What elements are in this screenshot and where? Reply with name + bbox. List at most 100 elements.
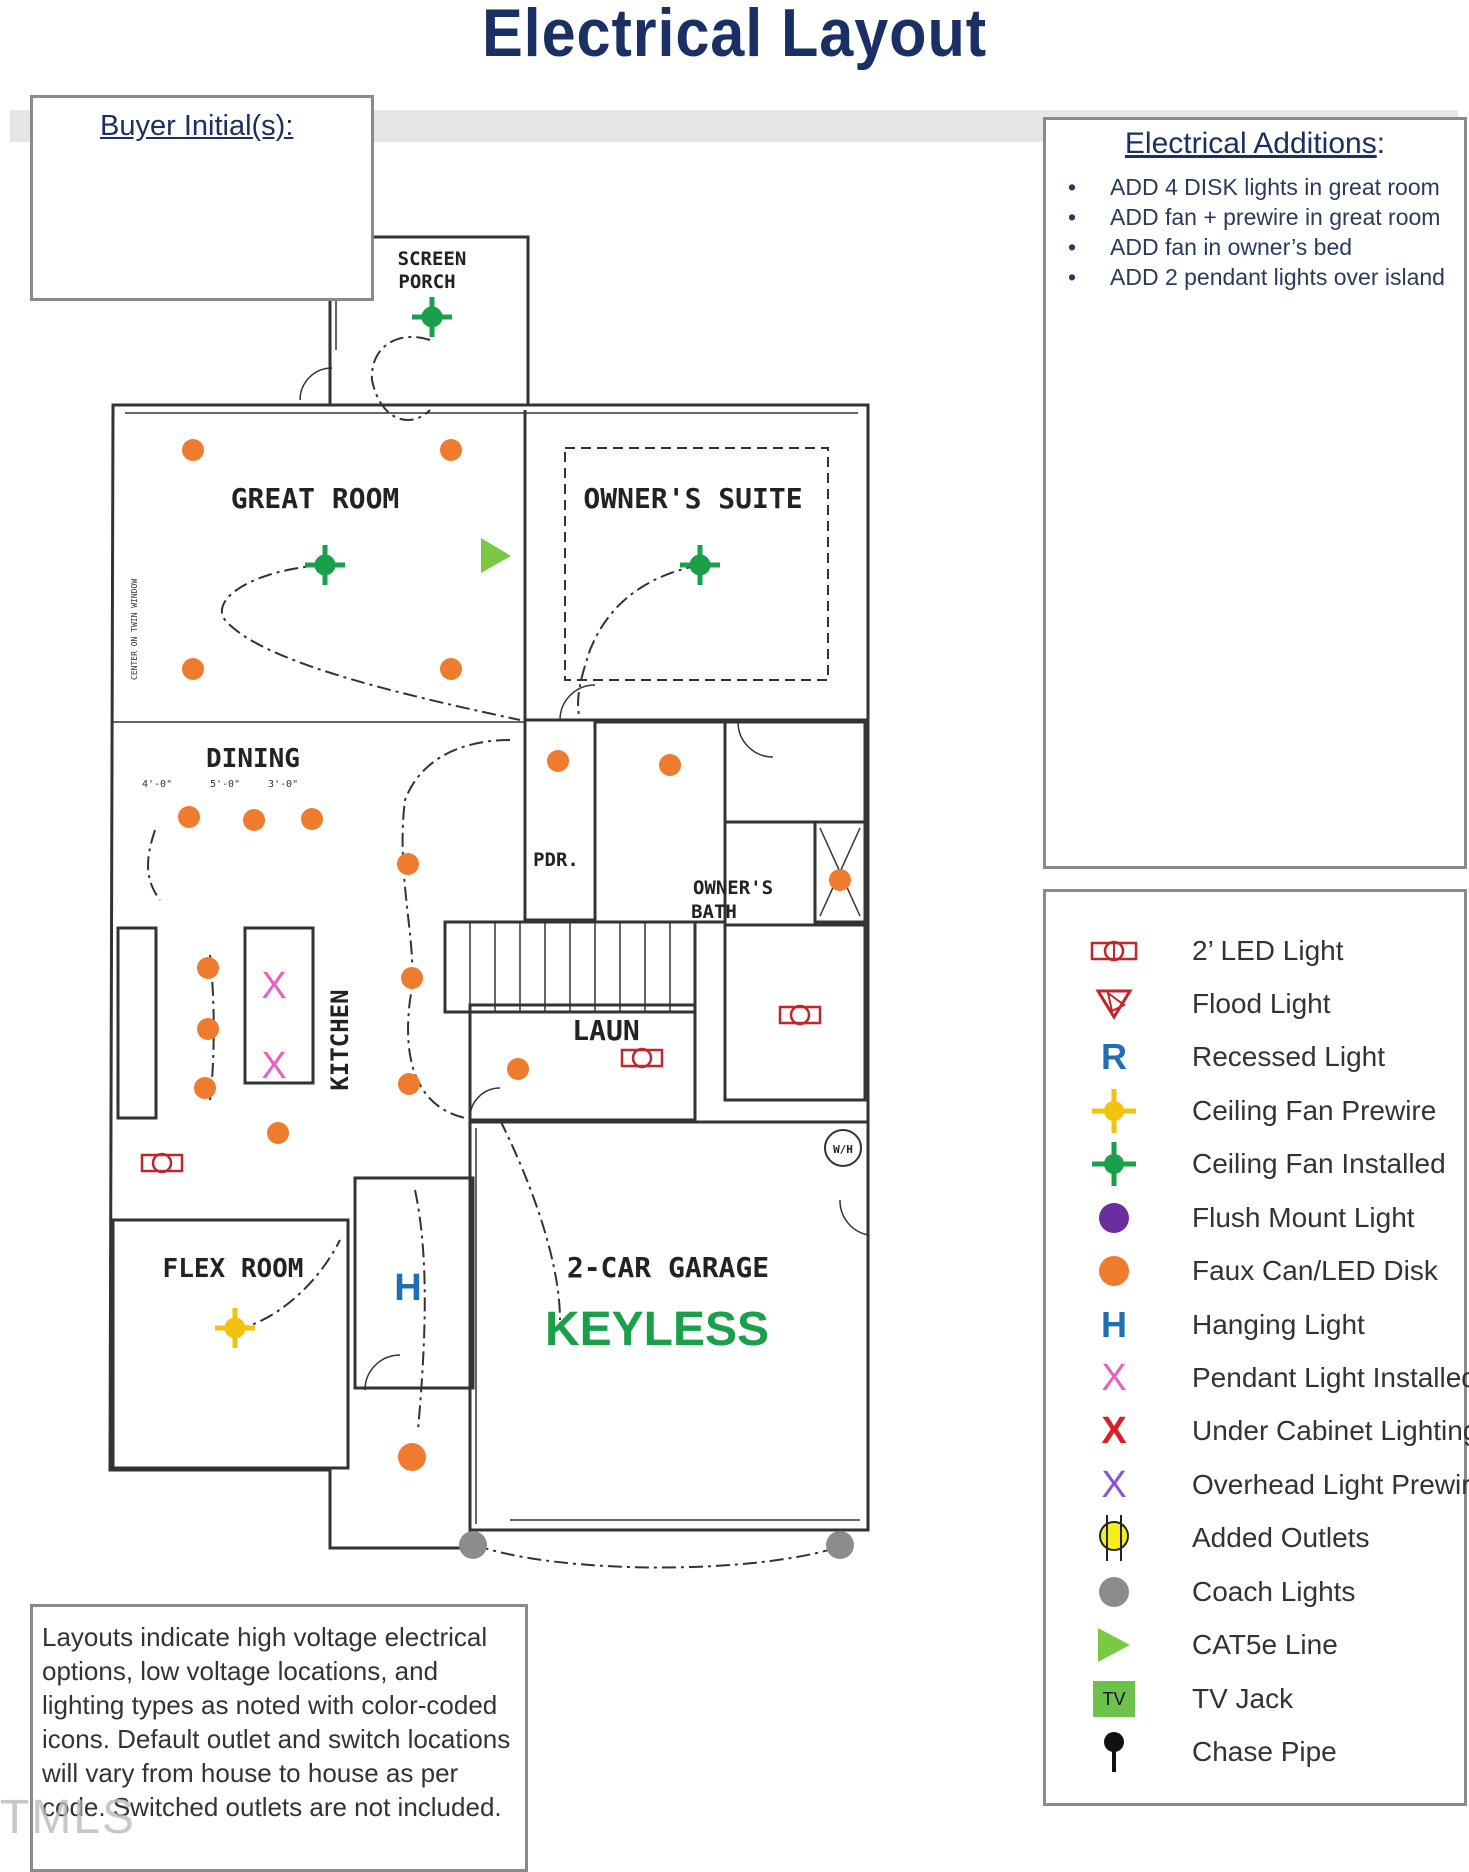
circuit-line [401,739,511,1119]
ceiling-fan-prewire-icon [215,1308,255,1348]
keyless-label: KEYLESS [545,1303,769,1356]
pendant-light-mark: X [261,965,286,1007]
faux-can-icon [829,869,851,891]
room-label-screen-porch: SCREEN [398,248,467,270]
coach-lights-icon [1090,1572,1138,1612]
legend-item-recessed-light: R Recessed Light [1090,1036,1386,1077]
legend-item-overhead-prewire: X Overhead Light Prewire [1090,1464,1469,1506]
legend-item-flood-light: Flood Light [1090,984,1331,1024]
legend-label: Recessed Light [1192,1041,1386,1072]
led-2ft-icon [620,1047,664,1069]
flood-light-icon [1090,984,1138,1024]
list-item: •ADD fan + prewire in great room [1068,204,1441,230]
chase-pipe-icon [1090,1732,1138,1772]
list-item: •ADD 4 DISK lights in great room [1068,174,1440,200]
legend-label: CAT5e Line [1192,1629,1338,1660]
recessed-light-icon: R [1101,1036,1127,1077]
legend-item-led-2ft: 2’ LED Light [1090,931,1344,971]
faux-can-icon [397,853,419,875]
faux-can-icon [659,754,681,776]
faux-can-icon [507,1058,529,1080]
faux-can-icon [440,439,462,461]
legend-item-pendant-light: X Pendant Light Installed [1090,1356,1469,1399]
legend-label: Overhead Light Prewire [1192,1469,1469,1500]
circuit-line [499,1119,561,1321]
buyer-initials-label: Buyer Initial(s): [100,110,294,142]
ceiling-fan-installed-icon [305,545,345,585]
legend-label: Coach Lights [1192,1576,1356,1607]
cat5e-line-icon [481,538,511,573]
circuit-line [220,564,521,721]
circuit-line [147,829,161,901]
room-label-owners-bath-2: BATH [691,901,737,923]
legend-label: 2’ LED Light [1192,935,1344,966]
faux-can-icon [398,1443,426,1471]
circuit-line [414,1189,426,1431]
legend-item-tv-jack: TV TV Jack [1090,1679,1293,1719]
legend-label: Hanging Light [1192,1309,1365,1340]
legend-label: Ceiling Fan Prewire [1192,1095,1437,1126]
circuit-line [577,564,701,721]
legend-label: Under Cabinet Lighting [1192,1415,1469,1446]
ceiling-fan-prewire-icon [1090,1089,1138,1133]
dim-label: 4'-0" [142,779,172,790]
faux-can-icon [197,957,219,979]
legend-label: Ceiling Fan Installed [1192,1148,1446,1179]
electrical-additions-list: •ADD 4 DISK lights in great room •ADD fa… [1060,172,1460,292]
note-text: Layouts indicate high voltage electrical… [42,1622,511,1822]
coach-light-icon [459,1531,487,1559]
dim-label: 5'-0" [210,779,240,790]
under-cabinet-lighting-icon: X [1101,1409,1127,1452]
legend-item-chase-pipe: Chase Pipe [1090,1732,1337,1772]
coach-light-icon [826,1531,854,1559]
room-label-garage: 2-CAR GARAGE [567,1251,769,1284]
faux-can-icon [178,806,200,828]
room-label-flex-room: FLEX ROOM [163,1254,304,1284]
note-box [30,1604,528,1872]
flush-mount-light-icon [1090,1198,1138,1238]
cat5e-line-icon [1090,1625,1138,1665]
room-label-pdr: PDR. [533,849,579,871]
legend-item-flush-mount-light: Flush Mount Light [1090,1198,1415,1238]
faux-can-icon [197,1018,219,1040]
faux-can-icon [243,809,265,831]
main-outer-walls [108,403,870,1550]
room-label-owners-suite: OWNER'S SUITE [583,482,802,515]
legend-item-hanging-light: H Hanging Light [1090,1304,1365,1345]
legend-label: Pendant Light Installed [1192,1362,1469,1393]
room-label-screen-porch-2: PORCH [398,271,455,293]
legend-box [1043,889,1467,1806]
legend-item-coach-lights: Coach Lights [1090,1572,1355,1612]
room-label-wh: W/H [833,1143,853,1156]
legend-item-faux-can: Faux Can/LED Disk [1090,1251,1438,1291]
ceiling-fan-installed-icon [680,545,720,585]
pendant-light-installed-icon: X [1101,1356,1127,1399]
room-label-great-room: GREAT ROOM [231,482,400,515]
wall-note: CENTER ON TWIN WINDOW [130,579,139,680]
room-label-owners-bath: OWNER'S [693,877,773,899]
legend-item-added-outlets: Added Outlets [1090,1515,1370,1561]
tv-jack-glyph: TV [1093,1681,1135,1717]
legend-label: Faux Can/LED Disk [1192,1255,1438,1286]
faux-can-led-disk-icon [1090,1251,1138,1291]
circuit-line [370,335,431,421]
faux-can-icon [194,1077,216,1099]
hanging-light-icon: H [1101,1304,1127,1345]
watermark: TMLS [0,1791,137,1844]
dim-label: 3'-0" [268,779,298,790]
legend-item-under-cabinet: X Under Cabinet Lighting [1090,1409,1469,1452]
faux-can-icon [182,439,204,461]
legend-label: TV Jack [1192,1683,1294,1714]
faux-can-icon [182,658,204,680]
buyer-initials-box [30,95,374,301]
electrical-additions-title-colon: : [1376,127,1386,160]
legend-label: Flood Light [1192,988,1331,1019]
legend-label: Added Outlets [1192,1522,1370,1553]
legend-label: Flush Mount Light [1192,1202,1415,1233]
list-item: •ADD fan in owner’s bed [1068,234,1353,260]
faux-can-icon [401,967,423,989]
electrical-additions-title: Electrical Additions: [1043,127,1467,161]
ceiling-fan-installed-icon [1090,1142,1138,1186]
electrical-additions-title-text: Electrical Additions [1124,127,1377,160]
